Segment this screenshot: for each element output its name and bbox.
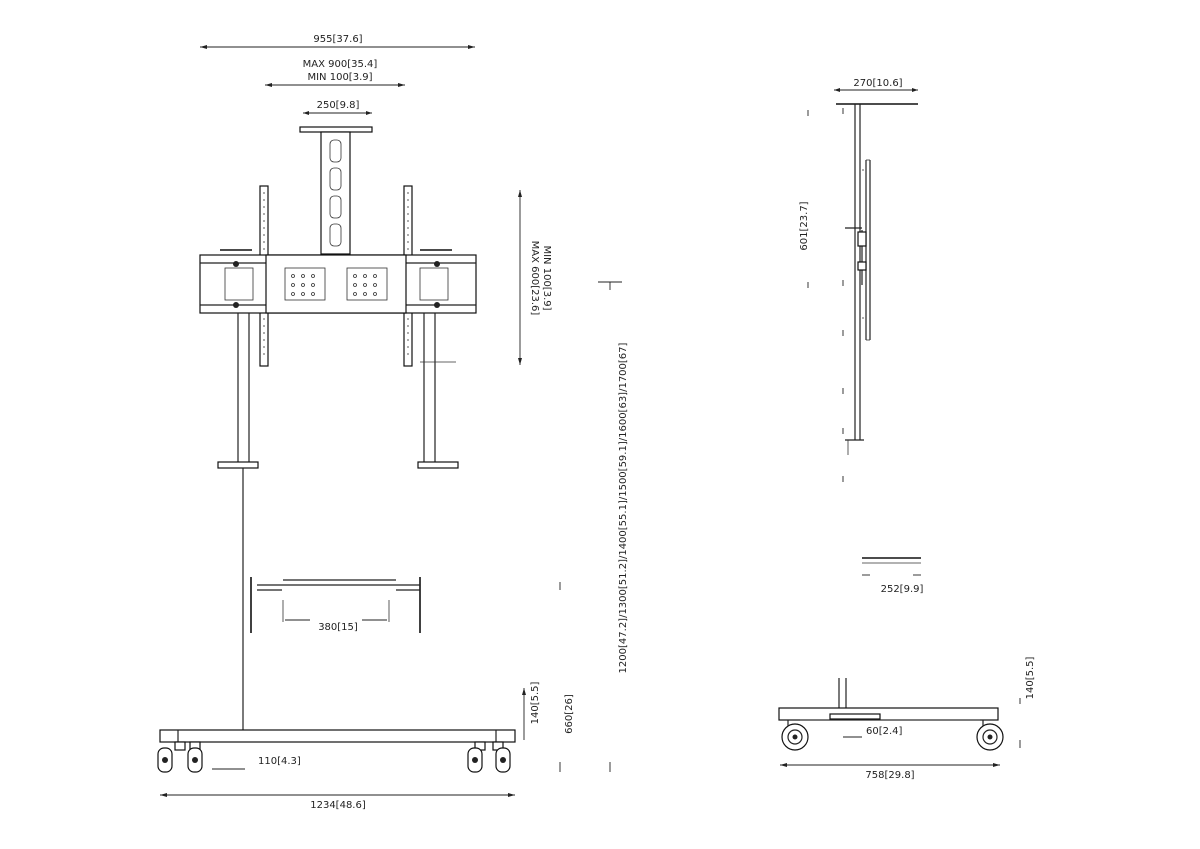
base-offset-label: 110[4.3] [258,756,301,767]
casters-front [157,747,511,773]
side-upright [836,103,918,455]
mounting-rails [199,249,477,314]
dimension-interface-height-side: 601[23.7] [799,110,810,288]
base-depth-label: 758[29.8] [865,770,914,781]
side-base [778,678,999,721]
pole-offset-label: 60[2.4] [866,726,903,737]
dimension-overall-width: 955[37.6] [200,34,475,49]
shelf-height-label: 660[26] [564,694,575,734]
top-bracket [299,126,373,255]
interface-height-min-label: MIN 100[3.9] [541,245,552,310]
interface-width-max-label: MAX 900[35.4] [303,59,378,70]
depth-label: 270[10.6] [853,78,902,89]
dimension-base-depth: 758[29.8] [780,763,1000,781]
base [159,729,516,751]
base-width-label: 1234[48.6] [310,800,366,811]
heights-label: 1200[47.2]/1300[51.2]/1400[55.1]/1500[59… [618,342,629,673]
top-bracket-width-label: 250[9.8] [317,100,360,111]
dimension-base-height-front: 140[5.5] [522,682,541,740]
side-vesa-bracket [857,159,871,341]
interface-height-max-label: MAX 600[23.6] [529,241,540,316]
dimension-base-offset: 110[4.3] [212,756,301,770]
dimension-depth: 270[10.6] [834,78,918,92]
side-shelf: 252[9.9] [862,557,924,595]
dimension-top-bracket: 250[9.8] [303,100,372,115]
shelf: 380[15] [250,577,421,633]
shelf-width-label: 380[15] [318,622,358,633]
dimension-base-width: 1234[48.6] [160,793,515,811]
base-height-side-label: 140[5.5] [1025,657,1036,700]
overall-width-label: 955[37.6] [313,34,362,45]
front-view: 955[37.6] MAX 900[35.4] MIN 100[3.9] 250… [157,34,629,811]
upright-left [217,313,259,730]
interface-width-min-label: MIN 100[3.9] [307,72,372,83]
dimension-pole-offset: 60[2.4] [843,726,903,738]
side-casters [781,720,1004,751]
dimension-interface-width: MAX 900[35.4] MIN 100[3.9] [265,59,405,87]
upright-right [417,313,459,469]
dimension-heights: 1200[47.2]/1300[51.2]/1400[55.1]/1500[59… [598,281,629,772]
side-view: 270[10.6] 601[23.7] [778,78,1036,781]
interface-height-side-label: 601[23.7] [799,201,810,250]
dimension-shelf-height: 660[26] [559,582,575,772]
shelf-depth-label: 252[9.9] [881,584,924,595]
base-height-front-label: 140[5.5] [530,682,541,725]
dimension-base-height-side: 140[5.5] [1019,657,1036,748]
dimension-interface-height: MAX 600[23.6] MIN 100[3.9] [518,190,552,365]
